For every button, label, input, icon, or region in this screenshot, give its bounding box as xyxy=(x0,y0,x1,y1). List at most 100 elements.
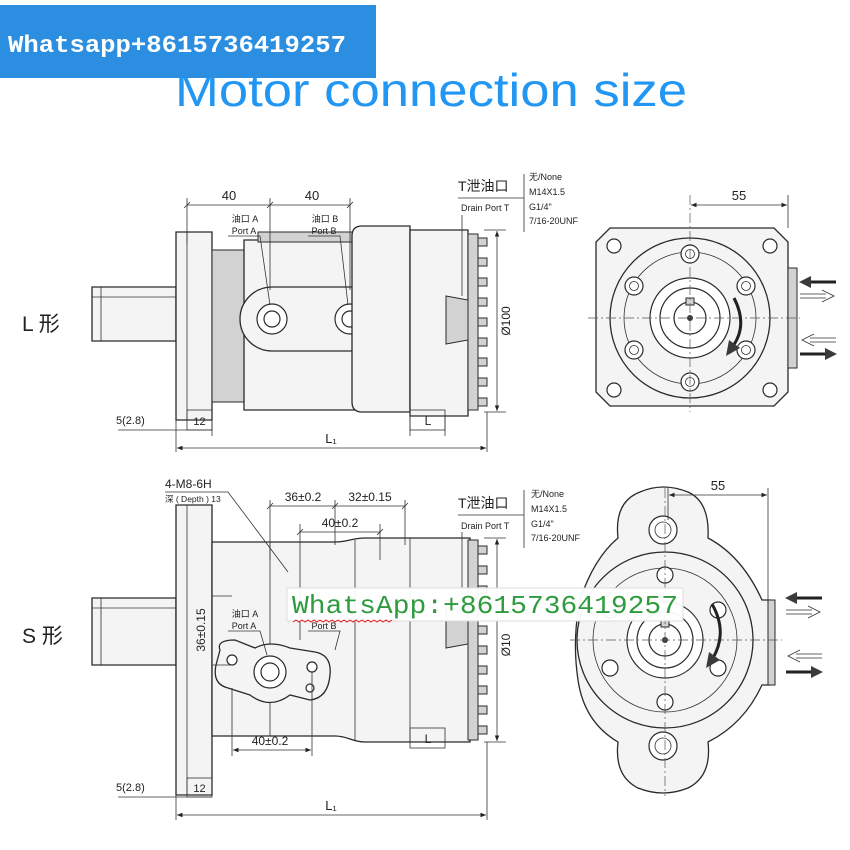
stator-housing xyxy=(351,225,411,413)
output-shaft xyxy=(91,286,177,342)
end-cover xyxy=(409,229,469,417)
thread-depth: 深 ( Depth ) 13 xyxy=(165,494,221,504)
hole-height: 36±0.15 xyxy=(194,608,208,652)
s-type-dimensions: 4-M8-6H 深 ( Depth ) 13 36±0.2 32±0.15 40… xyxy=(116,477,581,820)
flow-arrow-in-right-head xyxy=(811,666,823,678)
l-type-flow-arrows xyxy=(799,276,837,360)
front-width: 55 xyxy=(711,478,725,493)
diameter-extension-lines xyxy=(484,229,506,413)
flange-offset: 5(2.8) xyxy=(116,415,145,427)
housing-top-band xyxy=(257,231,359,243)
end-plate xyxy=(467,539,479,741)
flange-bolt-bores xyxy=(654,521,672,755)
drain-title: T泄油口 xyxy=(458,178,509,194)
port-b-label-cn: 油口 B xyxy=(312,213,339,224)
hole-spacing-3: 40±0.2 xyxy=(322,516,359,530)
hole-spacing-2: 32±0.15 xyxy=(348,490,392,504)
watermark-bg xyxy=(286,587,684,622)
drain-option-none: 无/None xyxy=(529,172,562,182)
drain-option-g14: G1/4" xyxy=(529,202,552,212)
drain-label: Drain Port T xyxy=(461,203,510,213)
port-leaders xyxy=(228,630,341,656)
flow-arrow-out-right-icon xyxy=(800,289,835,303)
diameter-extension-lines xyxy=(484,537,506,743)
port-spacing: 40±0.2 xyxy=(252,734,289,748)
drain-option-m14: M14X1.5 xyxy=(531,504,567,514)
port-spacing-extension xyxy=(231,672,313,756)
port-spacing-1: 40 xyxy=(222,188,236,203)
flow-arrow-out-right-icon xyxy=(786,605,821,619)
s-type-flow-arrows xyxy=(785,592,823,678)
drain-option-none: 无/None xyxy=(531,489,564,499)
hole-spacing-1: 36±0.2 xyxy=(285,490,322,504)
flow-arrow-out-left-icon xyxy=(801,333,836,347)
drain-option-unf: 7/16-20UNF xyxy=(531,533,581,543)
l-type-label: L 形 xyxy=(22,313,60,336)
drain-option-g14: G1/4" xyxy=(531,519,554,529)
body-section-lines xyxy=(269,538,411,742)
s-type-label: S 形 xyxy=(22,625,63,648)
spellcheck-squiggle xyxy=(292,619,393,623)
flange-bolt-holes xyxy=(648,515,678,761)
drain-option-unf: 7/16-20UNF xyxy=(529,216,579,226)
port-dimension-line xyxy=(183,201,354,209)
bolt-holes xyxy=(624,244,756,392)
corner-holes xyxy=(606,238,778,398)
bottom-extension-lines xyxy=(175,742,488,820)
flange-thickness-box xyxy=(186,409,213,431)
port-leaders xyxy=(228,235,349,306)
end-bolts xyxy=(477,545,488,735)
front-width: 55 xyxy=(732,188,746,203)
drain-port-boss xyxy=(445,295,469,345)
flow-arrow-in-left-head xyxy=(785,592,797,604)
s-type-side-view xyxy=(91,504,488,796)
flange-boss xyxy=(211,249,245,403)
thread-leader xyxy=(165,491,289,573)
drain-label: Drain Port T xyxy=(461,521,510,531)
drain-label-lines xyxy=(458,174,525,296)
diameter-label: Ø100 xyxy=(499,306,513,336)
rotation-arrow-icon xyxy=(710,603,722,659)
flow-arrow-in-right-head xyxy=(825,348,837,360)
port-b-label-en: Port B xyxy=(311,621,336,631)
flange-thickness: 12 xyxy=(193,783,205,795)
watermark: WhatsApp:+8615736419257 xyxy=(286,587,684,623)
side-port-tab xyxy=(767,599,776,686)
hole-dimension-lines xyxy=(266,502,409,536)
port-a-label-cn: 油口 A xyxy=(232,608,259,619)
center-lines xyxy=(570,488,782,796)
watermark-text: WhatsApp:+8615736419257 xyxy=(292,591,678,621)
contact-banner: Whatsapp+8615736419257 xyxy=(0,5,376,78)
s-type-front-view: 55 xyxy=(570,478,782,796)
port-a-bore xyxy=(263,310,281,328)
shaft-keyway xyxy=(92,287,176,341)
contact-banner-bg xyxy=(0,5,376,78)
port-a-label-en: Port A xyxy=(232,226,257,236)
l-dimension-box xyxy=(409,727,446,749)
drain-option-m14: M14X1.5 xyxy=(529,187,565,197)
port-a-label-cn: 油口 A xyxy=(232,213,259,224)
l1-dimension: L₁ xyxy=(325,798,337,813)
l-dimension: L xyxy=(425,414,432,428)
l-dimension: L xyxy=(425,732,432,746)
shaft-keyway xyxy=(92,598,176,665)
hole-height-lines xyxy=(212,595,232,666)
flange-thickness: 12 xyxy=(193,416,205,428)
flow-arrow-in-left-head xyxy=(799,276,811,288)
l1-dimension: L₁ xyxy=(325,431,337,446)
end-plate xyxy=(467,233,479,411)
bolt-hole-bores xyxy=(629,249,751,387)
port-extension-lines xyxy=(186,198,351,290)
rotation-arrow-head xyxy=(706,652,720,668)
front-width-extension xyxy=(667,488,769,600)
motor-body xyxy=(211,537,471,743)
port-b-label-en: Port B xyxy=(311,226,336,236)
plate-screw-lower xyxy=(305,683,315,693)
flow-arrow-out-left-icon xyxy=(787,649,822,663)
drain-title: T泄油口 xyxy=(458,495,509,511)
port-a-bore xyxy=(260,662,280,682)
end-bolts xyxy=(477,237,488,407)
l-type-side-view xyxy=(91,225,488,421)
l-type-front-view: 55 xyxy=(588,188,800,412)
